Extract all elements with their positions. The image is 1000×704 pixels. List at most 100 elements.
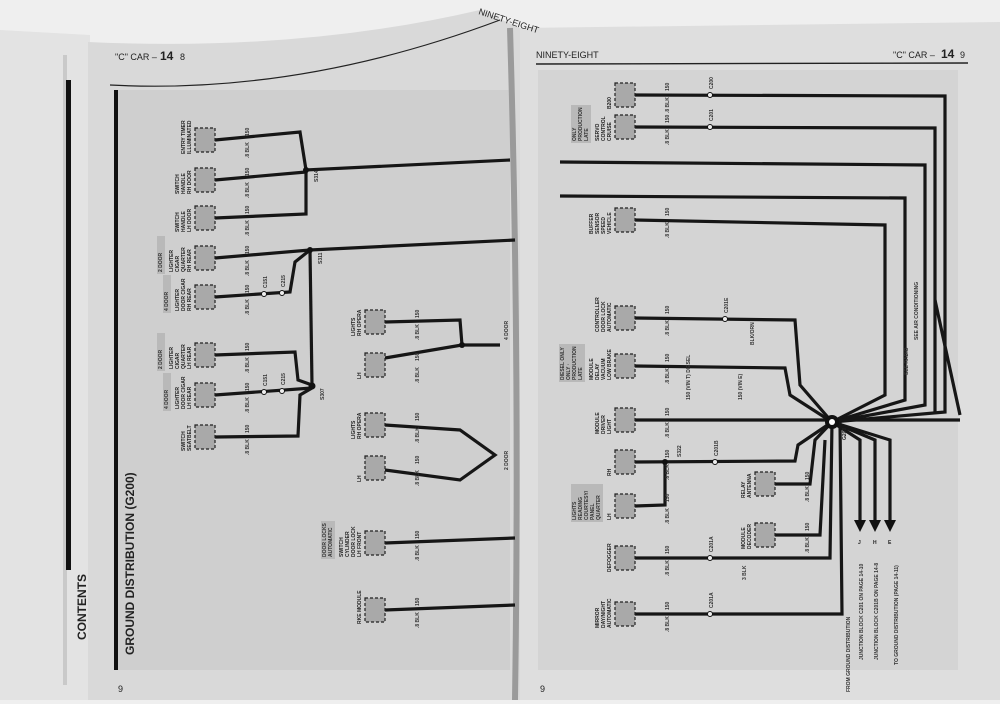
wire-color: .8 BLK (415, 612, 421, 628)
component-label: LH REAR DOOR CIGAR LIGHTER (175, 375, 193, 409)
component-box (364, 309, 386, 335)
component-note: AUTOMATIC DOOR LOCKS (322, 522, 334, 557)
note-tag (571, 484, 603, 522)
component-box (614, 545, 636, 571)
component-box (614, 353, 636, 379)
component-box (754, 522, 776, 548)
component-label: RKE MODULE (357, 590, 363, 624)
connector-icon (261, 389, 267, 395)
circuit-number: 150 (245, 127, 251, 136)
wire-color: .8 BLK (805, 486, 811, 502)
component-label: DEFOGGER (607, 543, 613, 572)
circuit-number: 150 (665, 114, 671, 123)
circuit-number: 150 (245, 167, 251, 176)
component-box (364, 455, 386, 481)
book-gutter (507, 27, 520, 701)
connector-icon (279, 388, 285, 394)
circuit-number: 150 (665, 545, 671, 554)
component-box (364, 530, 386, 556)
left-header-section: 14 (160, 49, 174, 63)
circuit-number: 150 (665, 82, 671, 91)
left-header-prefix: "C" CAR – (115, 52, 157, 62)
junction-arrow-h-icon (869, 520, 881, 532)
component-label: RH REAR DOOR CIGAR LIGHTER (175, 277, 193, 311)
connector-icon (707, 92, 713, 98)
circuit-number: 150 (415, 412, 421, 421)
component-box (194, 245, 216, 271)
left-title-bar (114, 90, 118, 670)
note-tag (571, 105, 591, 143)
connector-icon (279, 290, 285, 296)
wire-color: .8 BLK (245, 397, 251, 413)
component-label: LH FRONT DOOR LOCK CYLINDER SWITCH (339, 525, 363, 557)
splice-s322: S322 (677, 445, 683, 457)
junction-e-letter: E (888, 540, 892, 546)
right-diagram-panel (538, 70, 958, 670)
wire-color: .8 BLK (665, 320, 671, 336)
door-note-2: 2 DOOR (504, 450, 510, 470)
circuit-number: 150 (415, 597, 421, 606)
component-box (194, 205, 216, 231)
component-box (194, 167, 216, 193)
circuit-number: 150 (245, 245, 251, 254)
component-note: QUARTER PANEL COURTESY/READING LIGHTS (572, 490, 602, 520)
door-note-4: 4 DOOR (504, 320, 510, 340)
note-tag (321, 521, 335, 559)
right-wires (559, 92, 962, 617)
component-box (364, 597, 386, 623)
component-label: RH DOOR HANDLE SWITCH (175, 169, 193, 194)
splice-s314: S314 (314, 170, 320, 182)
ground-label: G200 (842, 428, 848, 440)
circuit-number: 150 (415, 530, 421, 539)
connector-label: C215 (281, 373, 287, 385)
connector-icon (707, 611, 713, 617)
component-box (194, 342, 216, 368)
wire-color: .8 BLK (245, 299, 251, 315)
component-box (614, 114, 636, 140)
connector-label: C201E (724, 297, 730, 313)
circuit-number: 150 (245, 382, 251, 391)
component-note: 4 DOOR (164, 389, 170, 409)
component-box (754, 471, 776, 497)
wire-color: .8 BLK (415, 427, 421, 443)
splice-s311: S311 (318, 252, 324, 264)
wire-color: .8 BLK (245, 182, 251, 198)
circuit-number: 150 (415, 309, 421, 318)
connector-label: C201 (709, 109, 715, 121)
right-header-prefix: "C" CAR – (893, 50, 935, 60)
component-box (194, 284, 216, 310)
component-note: LATE PRODUCTION ONLY (572, 106, 590, 141)
component-label: AUTOMATIC DAY/NIGHT MIRROR (595, 597, 613, 628)
wire-color: .8 BLK (415, 470, 421, 486)
junction-arrow-j-icon (854, 520, 866, 532)
circuit-number: 150 (665, 207, 671, 216)
component-label: B200 (607, 97, 613, 109)
component-label: LH (607, 513, 613, 520)
connector-label: C200 (709, 77, 715, 89)
connector-icon (712, 459, 718, 465)
note-tag (157, 236, 165, 274)
component-box (614, 207, 636, 233)
component-note: 4 DOOR (164, 291, 170, 311)
wire-color: .8 BLK (415, 545, 421, 561)
circuit-number: 150 (245, 205, 251, 214)
component-box (614, 449, 636, 475)
junction-j-letter: J (858, 540, 861, 546)
circuit-number: 150 (245, 284, 251, 293)
component-label: DECODER MODULE (741, 523, 753, 549)
ground-arrow-e-icon (884, 520, 896, 532)
circuit-number: 150 (805, 471, 811, 480)
component-box (364, 352, 386, 378)
wire-color: .8 BLK (245, 357, 251, 373)
wire-color: .8 BLK (245, 220, 251, 236)
connector-icon (722, 316, 728, 322)
component-box (614, 82, 636, 108)
splice-s307: S307 (320, 388, 326, 400)
